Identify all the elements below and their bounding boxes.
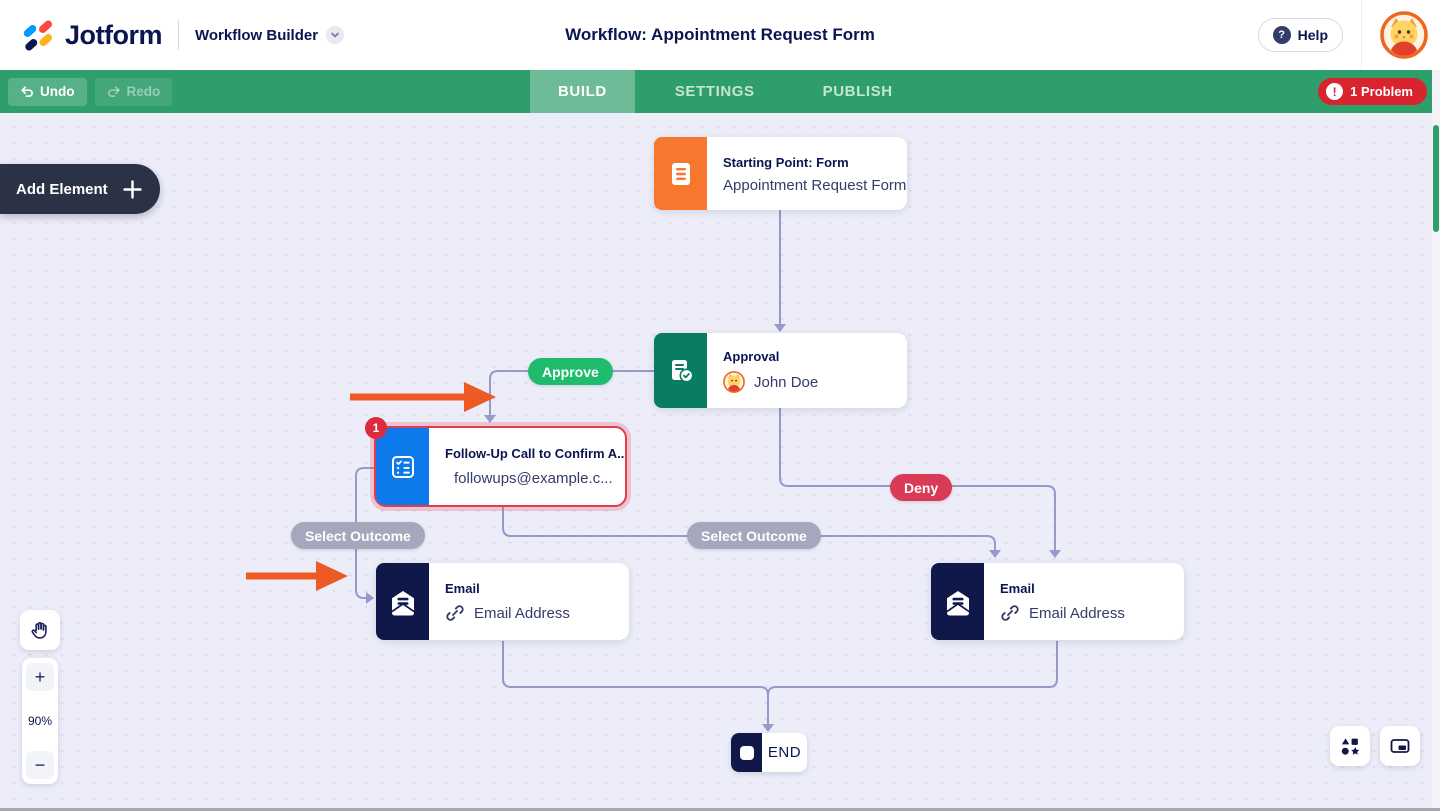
zoom-out-button[interactable]: − xyxy=(26,751,54,779)
problem-label: 1 Problem xyxy=(1350,84,1413,99)
node-email-left[interactable]: Email Email Address xyxy=(376,563,629,640)
assignee-avatar-icon xyxy=(723,371,745,393)
branch-label-approve[interactable]: Approve xyxy=(528,358,613,385)
node-title: Email xyxy=(1000,581,1035,596)
window-bottom-edge xyxy=(0,808,1440,811)
jotform-logo[interactable]: Jotform xyxy=(20,17,163,53)
question-icon: ? xyxy=(1272,26,1291,44)
chevron-down-icon xyxy=(326,26,345,44)
node-subtitle: followups@example.c... xyxy=(454,469,613,487)
elements-overview-button[interactable] xyxy=(1330,726,1370,766)
branch-label-select-outcome-left[interactable]: Select Outcome xyxy=(291,522,425,549)
end-label: END xyxy=(767,744,802,761)
zoom-control: + 90% − xyxy=(22,658,58,784)
tab-publish[interactable]: PUBLISH xyxy=(822,83,893,100)
tab-build[interactable]: BUILD xyxy=(530,70,635,113)
add-element-label: Add Element xyxy=(16,180,108,198)
help-label: Help xyxy=(1297,27,1328,43)
tab-settings[interactable]: SETTINGS xyxy=(674,83,755,100)
hand-icon xyxy=(31,621,47,639)
avatar-mascot-icon xyxy=(1380,11,1428,59)
redo-icon xyxy=(107,85,120,97)
workflow-canvas[interactable]: Add Element Starting Point: Form Appoint… xyxy=(0,113,1440,811)
toolbar-tabs: BUILD SETTINGS PUBLISH xyxy=(530,70,921,113)
annotation-arrows xyxy=(246,382,496,591)
node-title: Follow-Up Call to Confirm A... xyxy=(445,445,625,461)
jotform-logo-icon xyxy=(23,20,53,51)
app-switcher-label: Workflow Builder xyxy=(195,26,319,44)
node-title: Approval xyxy=(723,349,780,364)
node-title: Email xyxy=(445,581,480,596)
app-switcher-dropdown[interactable]: Workflow Builder xyxy=(195,26,345,44)
minimap-toggle-button[interactable] xyxy=(1380,726,1420,766)
zoom-level-label: 90% xyxy=(27,714,53,728)
node-starting-point[interactable]: Starting Point: Form Appointment Request… xyxy=(654,137,907,210)
header-divider xyxy=(1361,0,1362,70)
node-subtitle: Email Address xyxy=(474,604,570,622)
app-header: Jotform Workflow Builder Workflow: Appoi… xyxy=(0,0,1440,70)
redo-label: Redo xyxy=(126,84,161,99)
email-icon xyxy=(931,563,984,640)
workflow-connectors xyxy=(246,210,1061,732)
pan-tool-button[interactable] xyxy=(20,610,60,650)
node-followup-task[interactable]: 1 Follow-Up Call to Confirm A... followu… xyxy=(365,417,627,507)
problem-badge[interactable]: ! 1 Problem xyxy=(1318,78,1427,105)
connector-arrowheads xyxy=(366,324,1061,732)
plus-icon xyxy=(123,179,142,199)
end-icon xyxy=(731,733,762,772)
canvas-scrollbar[interactable] xyxy=(1432,70,1440,811)
workflow-toolbar: Undo Redo BUILD SETTINGS PUBLISH ! 1 Pro… xyxy=(0,70,1440,113)
node-title: Starting Point: Form xyxy=(723,154,849,170)
shapes-icon xyxy=(1341,737,1359,755)
link-icon xyxy=(1001,605,1019,621)
node-subtitle: Email Address xyxy=(1029,604,1125,622)
brand-name: Jotform xyxy=(65,19,163,50)
task-checklist-icon xyxy=(376,428,429,505)
exclamation-icon: ! xyxy=(1326,83,1344,100)
node-approval[interactable]: Approval John Doe xyxy=(654,333,907,408)
branch-label-select-outcome-middle[interactable]: Select Outcome xyxy=(687,522,821,549)
node-end[interactable]: END xyxy=(731,733,807,772)
zoom-in-button[interactable]: + xyxy=(26,663,54,691)
link-icon xyxy=(446,605,464,621)
form-icon xyxy=(654,137,707,210)
branch-label-deny[interactable]: Deny xyxy=(890,474,953,501)
help-button[interactable]: ? Help xyxy=(1257,18,1343,52)
node-subtitle: Appointment Request Form xyxy=(723,176,907,194)
header-divider xyxy=(178,20,179,50)
error-count-badge: 1 xyxy=(365,417,387,439)
scrollbar-thumb[interactable] xyxy=(1433,125,1439,232)
user-avatar[interactable] xyxy=(1380,11,1428,59)
undo-label: Undo xyxy=(40,84,75,99)
undo-button[interactable]: Undo xyxy=(8,77,87,106)
undo-icon xyxy=(21,85,33,97)
add-element-button[interactable]: Add Element xyxy=(0,164,160,214)
node-email-right[interactable]: Email Email Address xyxy=(931,563,1184,640)
approval-icon xyxy=(654,333,707,408)
email-icon xyxy=(376,563,429,640)
node-subtitle: John Doe xyxy=(754,373,819,391)
minimap-icon xyxy=(1390,739,1410,753)
redo-button[interactable]: Redo xyxy=(94,77,173,106)
